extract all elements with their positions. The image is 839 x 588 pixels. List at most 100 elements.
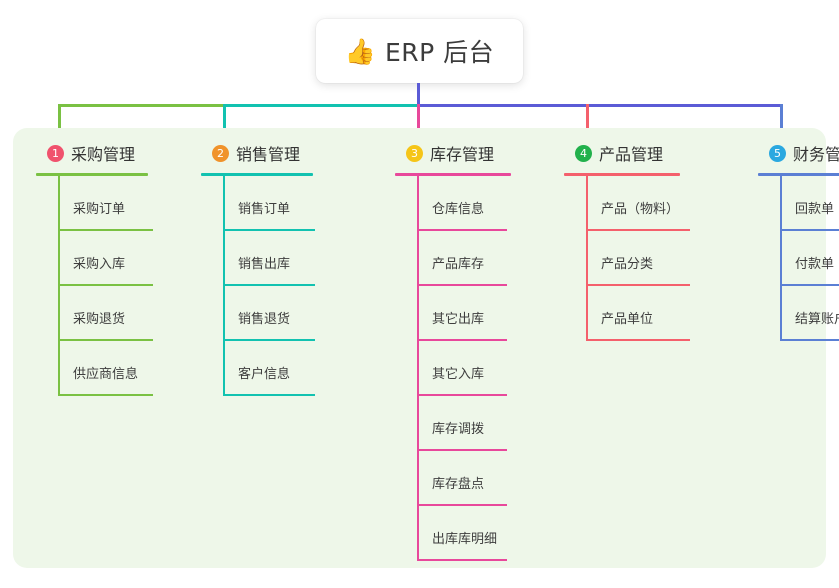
column-header-2[interactable]: 2 销售管理 — [201, 140, 313, 166]
column-spine — [417, 176, 419, 561]
column-underline — [758, 173, 839, 176]
leaf-item[interactable]: 回款单 — [758, 176, 839, 231]
column-underline — [201, 173, 313, 176]
column-badge-4: 4 — [575, 144, 592, 162]
column-title: 库存管理 — [430, 145, 495, 164]
leaf-item-label: 付款单 — [795, 257, 835, 272]
leaf-item-label: 销售订单 — [238, 202, 291, 217]
column-underline — [564, 173, 680, 176]
connector-drop-column-5 — [780, 104, 783, 142]
leaf-item-label: 供应商信息 — [73, 367, 139, 382]
leaf-item[interactable]: 采购退货 — [36, 286, 153, 341]
connector-bus-segment-3 — [417, 104, 783, 107]
connector-root-stem — [417, 83, 420, 106]
leaf-item-underline — [780, 229, 839, 231]
leaf-item-underline — [58, 394, 153, 396]
leaf-item-label: 库存盘点 — [432, 477, 485, 492]
root-title: ERP 后台 — [384, 38, 495, 67]
leaf-item-label: 客户信息 — [238, 367, 291, 382]
connector-bus-segment-2 — [225, 104, 417, 107]
root-node-card[interactable]: 👍 ERP 后台 — [316, 19, 523, 83]
leaf-item-underline — [223, 394, 315, 396]
connector-drop-column-3 — [417, 104, 420, 142]
leaf-item[interactable]: 结算账户 — [758, 286, 839, 341]
leaf-item-underline — [417, 504, 507, 506]
leaf-item[interactable]: 其它出库 — [395, 286, 511, 341]
column-spine — [58, 176, 60, 396]
leaf-item-underline — [417, 339, 507, 341]
leaf-item-label: 采购订单 — [73, 202, 126, 217]
column-badge-5: 5 — [769, 144, 786, 162]
leaf-item-underline — [58, 339, 153, 341]
leaf-item-label: 出库库明细 — [432, 532, 498, 547]
column-spine — [223, 176, 225, 396]
leaf-item[interactable]: 产品分类 — [564, 231, 690, 286]
column-header-5[interactable]: 5财务管理 — [758, 140, 839, 166]
column-财务管理: 5财务管理回款单付款单结算账户 — [758, 140, 839, 341]
connector-bus-segment-1 — [58, 104, 225, 107]
leaf-item[interactable]: 库存盘点 — [395, 451, 511, 506]
leaf-item[interactable]: 客户信息 — [201, 341, 315, 396]
column-underline — [395, 173, 511, 176]
leaf-item-underline — [780, 339, 839, 341]
leaf-item-label: 其它入库 — [432, 367, 485, 382]
leaf-item-label: 销售退货 — [238, 312, 291, 327]
leaf-item-label: 采购入库 — [73, 257, 126, 272]
leaf-item-underline — [417, 284, 507, 286]
column-销售管理: 2 销售管理销售订单销售出库销售退货客户信息 — [201, 140, 315, 396]
leaf-item-underline — [780, 284, 839, 286]
leaf-item-label: 仓库信息 — [432, 202, 485, 217]
leaf-item[interactable]: 产品库存 — [395, 231, 511, 286]
leaf-item-underline — [417, 559, 507, 561]
leaf-item-underline — [586, 284, 690, 286]
leaf-item-label: 其它出库 — [432, 312, 485, 327]
column-items: 产品（物料） 产品分类产品单位 — [564, 176, 690, 341]
leaf-item-underline — [417, 229, 507, 231]
leaf-item-label: 产品分类 — [601, 257, 654, 272]
leaf-item-label: 回款单 — [795, 202, 835, 217]
leaf-item[interactable]: 产品单位 — [564, 286, 690, 341]
connector-drop-column-4 — [586, 104, 589, 142]
column-库存管理: 3 库存管理仓库信息产品库存其它出库其它入库库存调拨库存盘点出库库明细 — [395, 140, 511, 561]
leaf-item[interactable]: 销售出库 — [201, 231, 315, 286]
leaf-item-label: 产品单位 — [601, 312, 654, 327]
column-badge-1: 1 — [47, 144, 64, 162]
leaf-item[interactable]: 其它入库 — [395, 341, 511, 396]
leaf-item-underline — [58, 284, 153, 286]
leaf-item[interactable]: 采购订单 — [36, 176, 153, 231]
leaf-item-label: 结算账户 — [795, 312, 839, 327]
leaf-item[interactable]: 销售退货 — [201, 286, 315, 341]
column-badge-2: 2 — [212, 144, 229, 162]
column-underline — [36, 173, 148, 176]
leaf-item-label: 产品（物料） — [601, 202, 680, 217]
leaf-item[interactable]: 产品（物料） — [564, 176, 690, 231]
column-header-3[interactable]: 3 库存管理 — [395, 140, 511, 166]
leaf-item[interactable]: 仓库信息 — [395, 176, 511, 231]
leaf-item-underline — [223, 339, 315, 341]
leaf-item-label: 销售出库 — [238, 257, 291, 272]
leaf-item[interactable]: 供应商信息 — [36, 341, 153, 396]
column-items: 采购订单采购入库采购退货供应商信息 — [36, 176, 153, 396]
leaf-item[interactable]: 库存调拨 — [395, 396, 511, 451]
thumbs-up-icon: 👍 — [344, 36, 376, 66]
leaf-item[interactable]: 销售订单 — [201, 176, 315, 231]
leaf-item-underline — [586, 339, 690, 341]
connector-drop-column-1 — [58, 104, 61, 142]
column-title: 销售管理 — [236, 145, 301, 164]
leaf-item[interactable]: 付款单 — [758, 231, 839, 286]
diagram-panel — [13, 128, 826, 568]
leaf-item-underline — [223, 284, 315, 286]
column-badge-3: 3 — [406, 144, 423, 162]
connector-drop-column-2 — [223, 104, 226, 142]
leaf-item[interactable]: 采购入库 — [36, 231, 153, 286]
leaf-item-underline — [586, 229, 690, 231]
column-items: 仓库信息产品库存其它出库其它入库库存调拨库存盘点出库库明细 — [395, 176, 511, 561]
leaf-item-underline — [417, 449, 507, 451]
leaf-item-label: 库存调拨 — [432, 422, 485, 437]
leaf-item-label: 采购退货 — [73, 312, 126, 327]
leaf-item[interactable]: 出库库明细 — [395, 506, 511, 561]
